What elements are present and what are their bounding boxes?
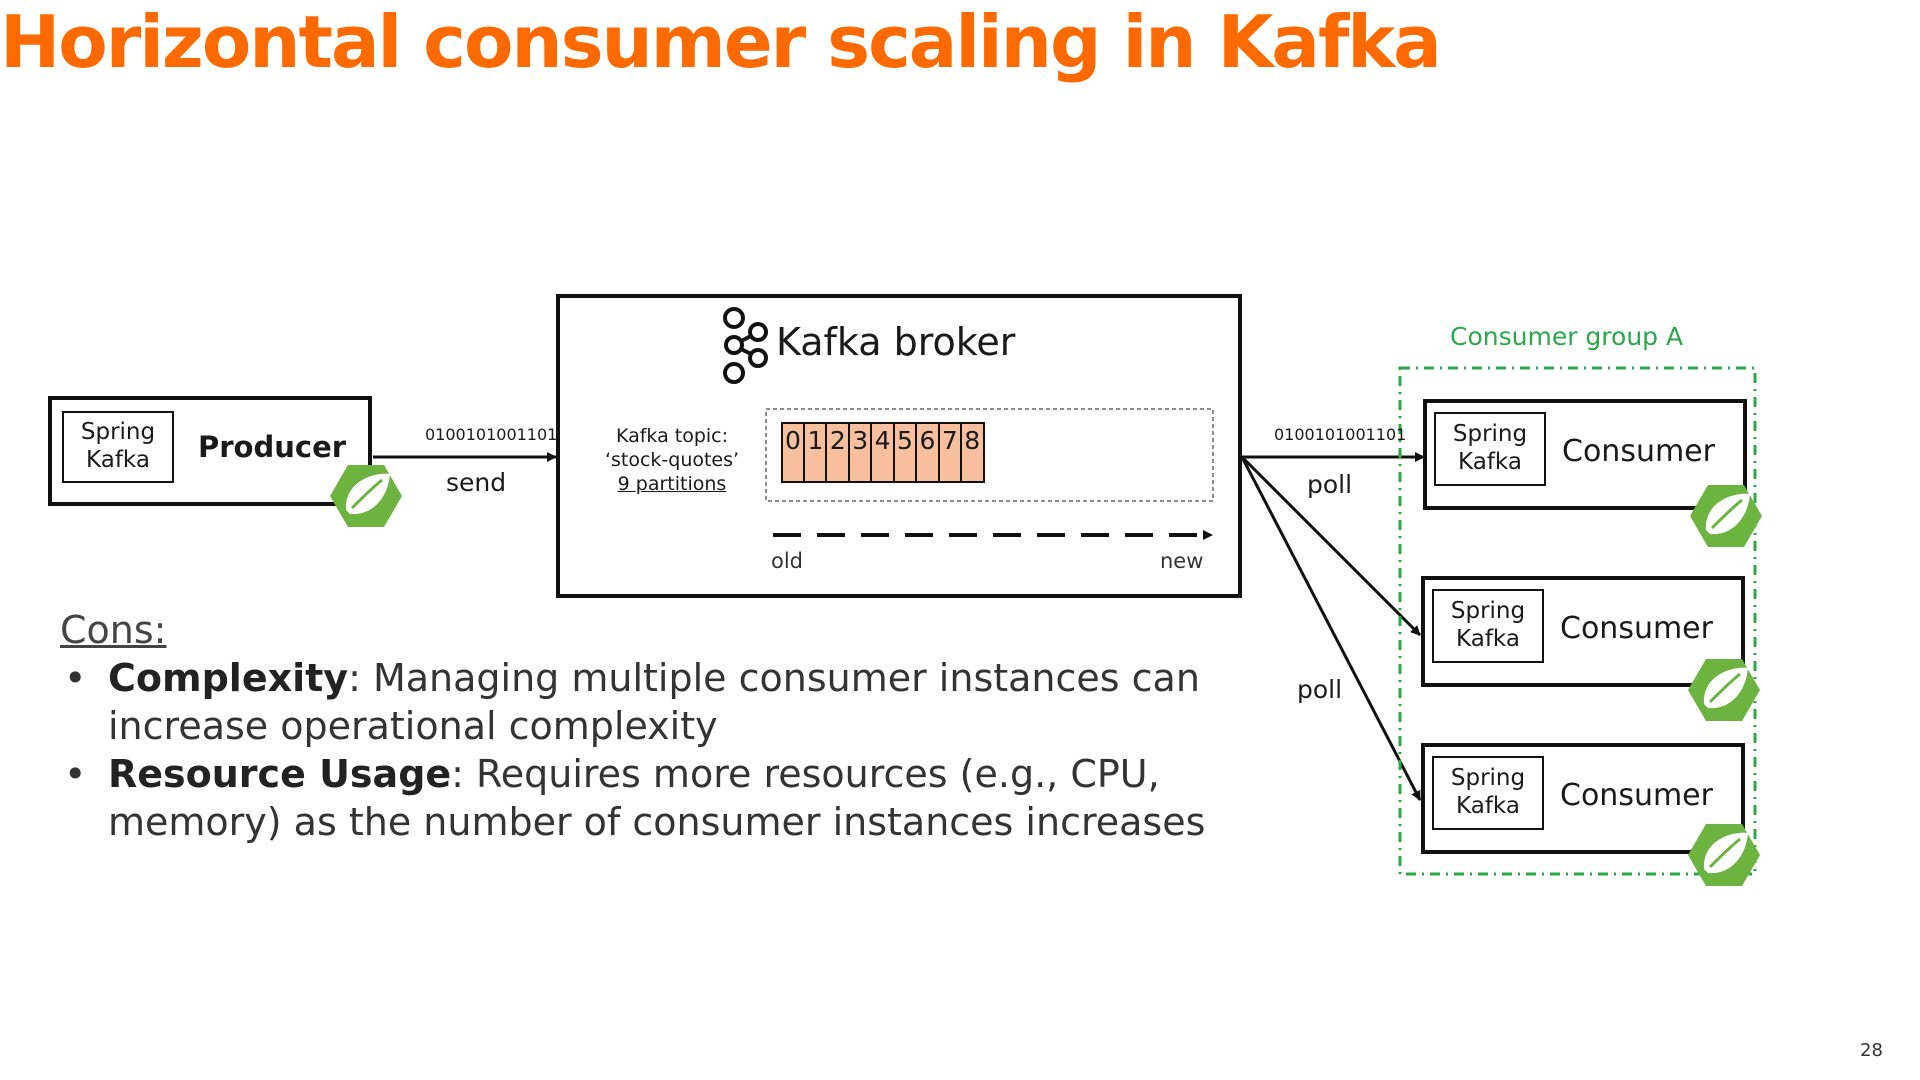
cons-term: Resource Usage: [108, 752, 452, 796]
poll-label-bottom: poll: [1297, 675, 1343, 704]
consumer-spring-label-1: Spring Kafka: [1435, 420, 1545, 476]
topic-name: ‘stock-quotes’: [604, 449, 740, 471]
kafka-logo-icon: [723, 307, 768, 384]
consumer-spring-label-3: Spring Kafka: [1433, 764, 1543, 820]
cons-list: Complexity: Managing multiple consumer i…: [60, 654, 1240, 846]
partition-cell: 8: [964, 426, 981, 455]
partition-cell: 3: [852, 426, 869, 455]
consumer-label-2: Consumer: [1560, 611, 1713, 646]
spring-text: Spring: [80, 419, 156, 445]
consumer-label-3: Consumer: [1560, 778, 1713, 813]
partition-cell: 1: [807, 426, 824, 455]
producer-label: Producer: [198, 430, 347, 464]
consumer-group-label: Consumer group A: [1450, 322, 1684, 351]
send-bits: 0100101001101: [425, 425, 558, 444]
consumer-spring-box-3: [1432, 756, 1544, 830]
kafka-text: Kafka: [1456, 793, 1520, 819]
cons-text: : Managing multiple consumer instances c…: [108, 656, 1200, 748]
partition-cell: 5: [897, 426, 913, 455]
poll-arrow-3: [1240, 456, 1422, 801]
poll-label-top: poll: [1307, 470, 1353, 499]
partition-cell: 0: [785, 426, 801, 455]
kafka-text: Kafka: [1456, 626, 1520, 652]
cons-item: Resource Usage: Requires more resources …: [60, 750, 1240, 846]
consumer-spring-label-2: Spring Kafka: [1433, 597, 1543, 653]
cons-text: : Requires more resources (e.g., CPU, me…: [108, 752, 1206, 844]
slide-title: Horizontal consumer scaling in Kafka: [0, 0, 1442, 84]
poll-arrow-2: [1240, 455, 1422, 637]
partition-cell: 2: [829, 426, 846, 455]
kafka-text: Kafka: [86, 447, 150, 473]
partition-cell: 4: [874, 426, 891, 455]
spring-leaf-icon: [1688, 659, 1760, 721]
cons-heading: Cons:: [60, 608, 167, 652]
new-label: new: [1160, 549, 1204, 573]
topic-dashed-area: [765, 408, 1214, 502]
cons-item: Complexity: Managing multiple consumer i…: [60, 654, 1240, 750]
poll-bits: 0100101001101: [1274, 425, 1407, 444]
topic-line1: Kafka topic:: [615, 425, 729, 447]
spring-text: Spring: [1450, 765, 1526, 791]
partitions-strip: [781, 422, 985, 483]
broker-title: Kafka broker: [776, 320, 1016, 364]
cons-term: Complexity: [108, 656, 349, 700]
producer-spring-label: Spring Kafka: [63, 418, 173, 474]
page-number: 28: [1860, 1040, 1883, 1061]
partition-dividers: [803, 423, 962, 482]
spring-text: Spring: [1450, 598, 1526, 624]
partition-cell: 6: [919, 426, 936, 455]
spring-leaf-icon: [1690, 485, 1762, 547]
cons-section: Cons: Complexity: Managing multiple cons…: [60, 606, 1240, 846]
consumer-group-box: [1398, 366, 1757, 876]
kafka-text: Kafka: [1458, 449, 1522, 475]
topic-description: Kafka topic: ‘stock-quotes’ 9 partitions: [598, 424, 746, 496]
producer-spring-box: [62, 411, 174, 483]
consumer-label-1: Consumer: [1562, 434, 1715, 469]
old-label: old: [771, 549, 804, 573]
topic-partitions: 9 partitions: [617, 473, 727, 495]
spring-leaf-icon: [1688, 824, 1760, 886]
consumer-spring-box-2: [1432, 589, 1544, 663]
partition-cell: 7: [941, 426, 958, 455]
spring-leaf-icon: [330, 465, 402, 527]
send-label: send: [446, 468, 507, 497]
spring-text: Spring: [1452, 421, 1528, 447]
consumer-spring-box-1: [1434, 412, 1546, 486]
